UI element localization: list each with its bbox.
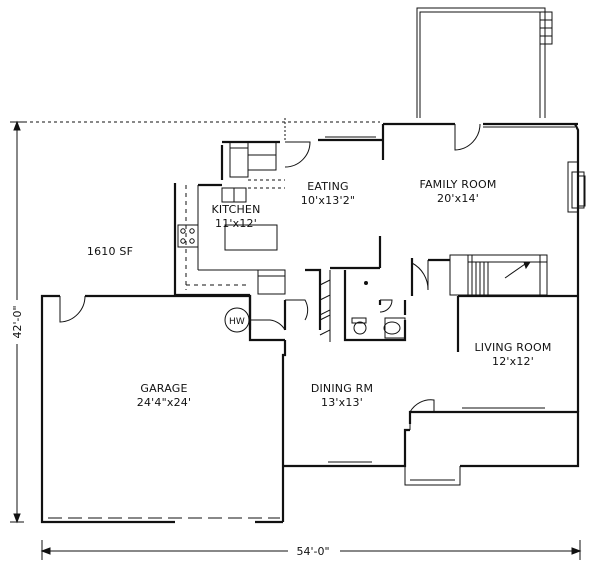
- dining-name: DINING RM: [311, 382, 373, 395]
- closet-bifold: [319, 294, 331, 316]
- kitchen-exterior-wall: [173, 183, 250, 297]
- bath-sink: [383, 321, 401, 335]
- dining-size: 13'x13': [321, 396, 363, 409]
- garage-name: GARAGE: [140, 382, 187, 395]
- deck-inner: [419, 11, 541, 118]
- family-room-size: 20'x14': [437, 192, 479, 205]
- garage-top-wall: [85, 294, 252, 330]
- depth-dimension: 42'-0": [11, 305, 24, 338]
- fireplace: [567, 161, 586, 213]
- range: [177, 224, 199, 248]
- refrigerator: [229, 141, 249, 178]
- garage-size: 24'4"x24': [137, 396, 191, 409]
- toilet: [353, 321, 367, 335]
- living-room-size: 12'x12': [492, 355, 534, 368]
- living-front-wall: [408, 410, 580, 468]
- area-label: 1610 SF: [87, 245, 133, 258]
- right-exterior-wall: [574, 123, 580, 412]
- doors: [59, 123, 481, 430]
- kitchen-name: KITCHEN: [211, 203, 260, 216]
- water-heater: HW: [224, 307, 250, 333]
- dimension-lines: 54'-0" 42'-0": [10, 120, 582, 560]
- bath-door: [379, 299, 393, 313]
- porch-step: [404, 466, 461, 486]
- bath-fixtures: [351, 281, 406, 339]
- counter-bottom: [257, 269, 286, 295]
- laundry-door: [285, 299, 309, 321]
- room-labels: FAMILY ROOM 20'x14' EATING 10'x13'2" KIT…: [87, 178, 551, 409]
- family-door: [454, 123, 481, 151]
- pantry: [247, 141, 277, 171]
- deck: [416, 7, 553, 118]
- staircase: [449, 254, 548, 296]
- exterior-walls: [18, 118, 580, 524]
- deck-outline: [416, 7, 546, 118]
- kitchen-size: 11'x12': [215, 217, 257, 230]
- pantry-door: [284, 141, 311, 168]
- eating-size: 10'x13'2": [301, 194, 355, 207]
- water-heater-label: HW: [229, 317, 245, 327]
- closet-door: [411, 260, 429, 291]
- dining-front-wall: [283, 428, 410, 468]
- front-door: [409, 399, 435, 430]
- family-room-name: FAMILY ROOM: [419, 178, 496, 191]
- living-room-name: LIVING ROOM: [474, 341, 551, 354]
- width-dimension: 54'-0": [296, 545, 329, 558]
- kitchen-island: [224, 224, 278, 251]
- kitchen-fixtures: [177, 141, 286, 295]
- eating-name: EATING: [307, 180, 349, 193]
- garage-left-wall: [40, 294, 175, 524]
- garage-entry-door: [59, 295, 86, 323]
